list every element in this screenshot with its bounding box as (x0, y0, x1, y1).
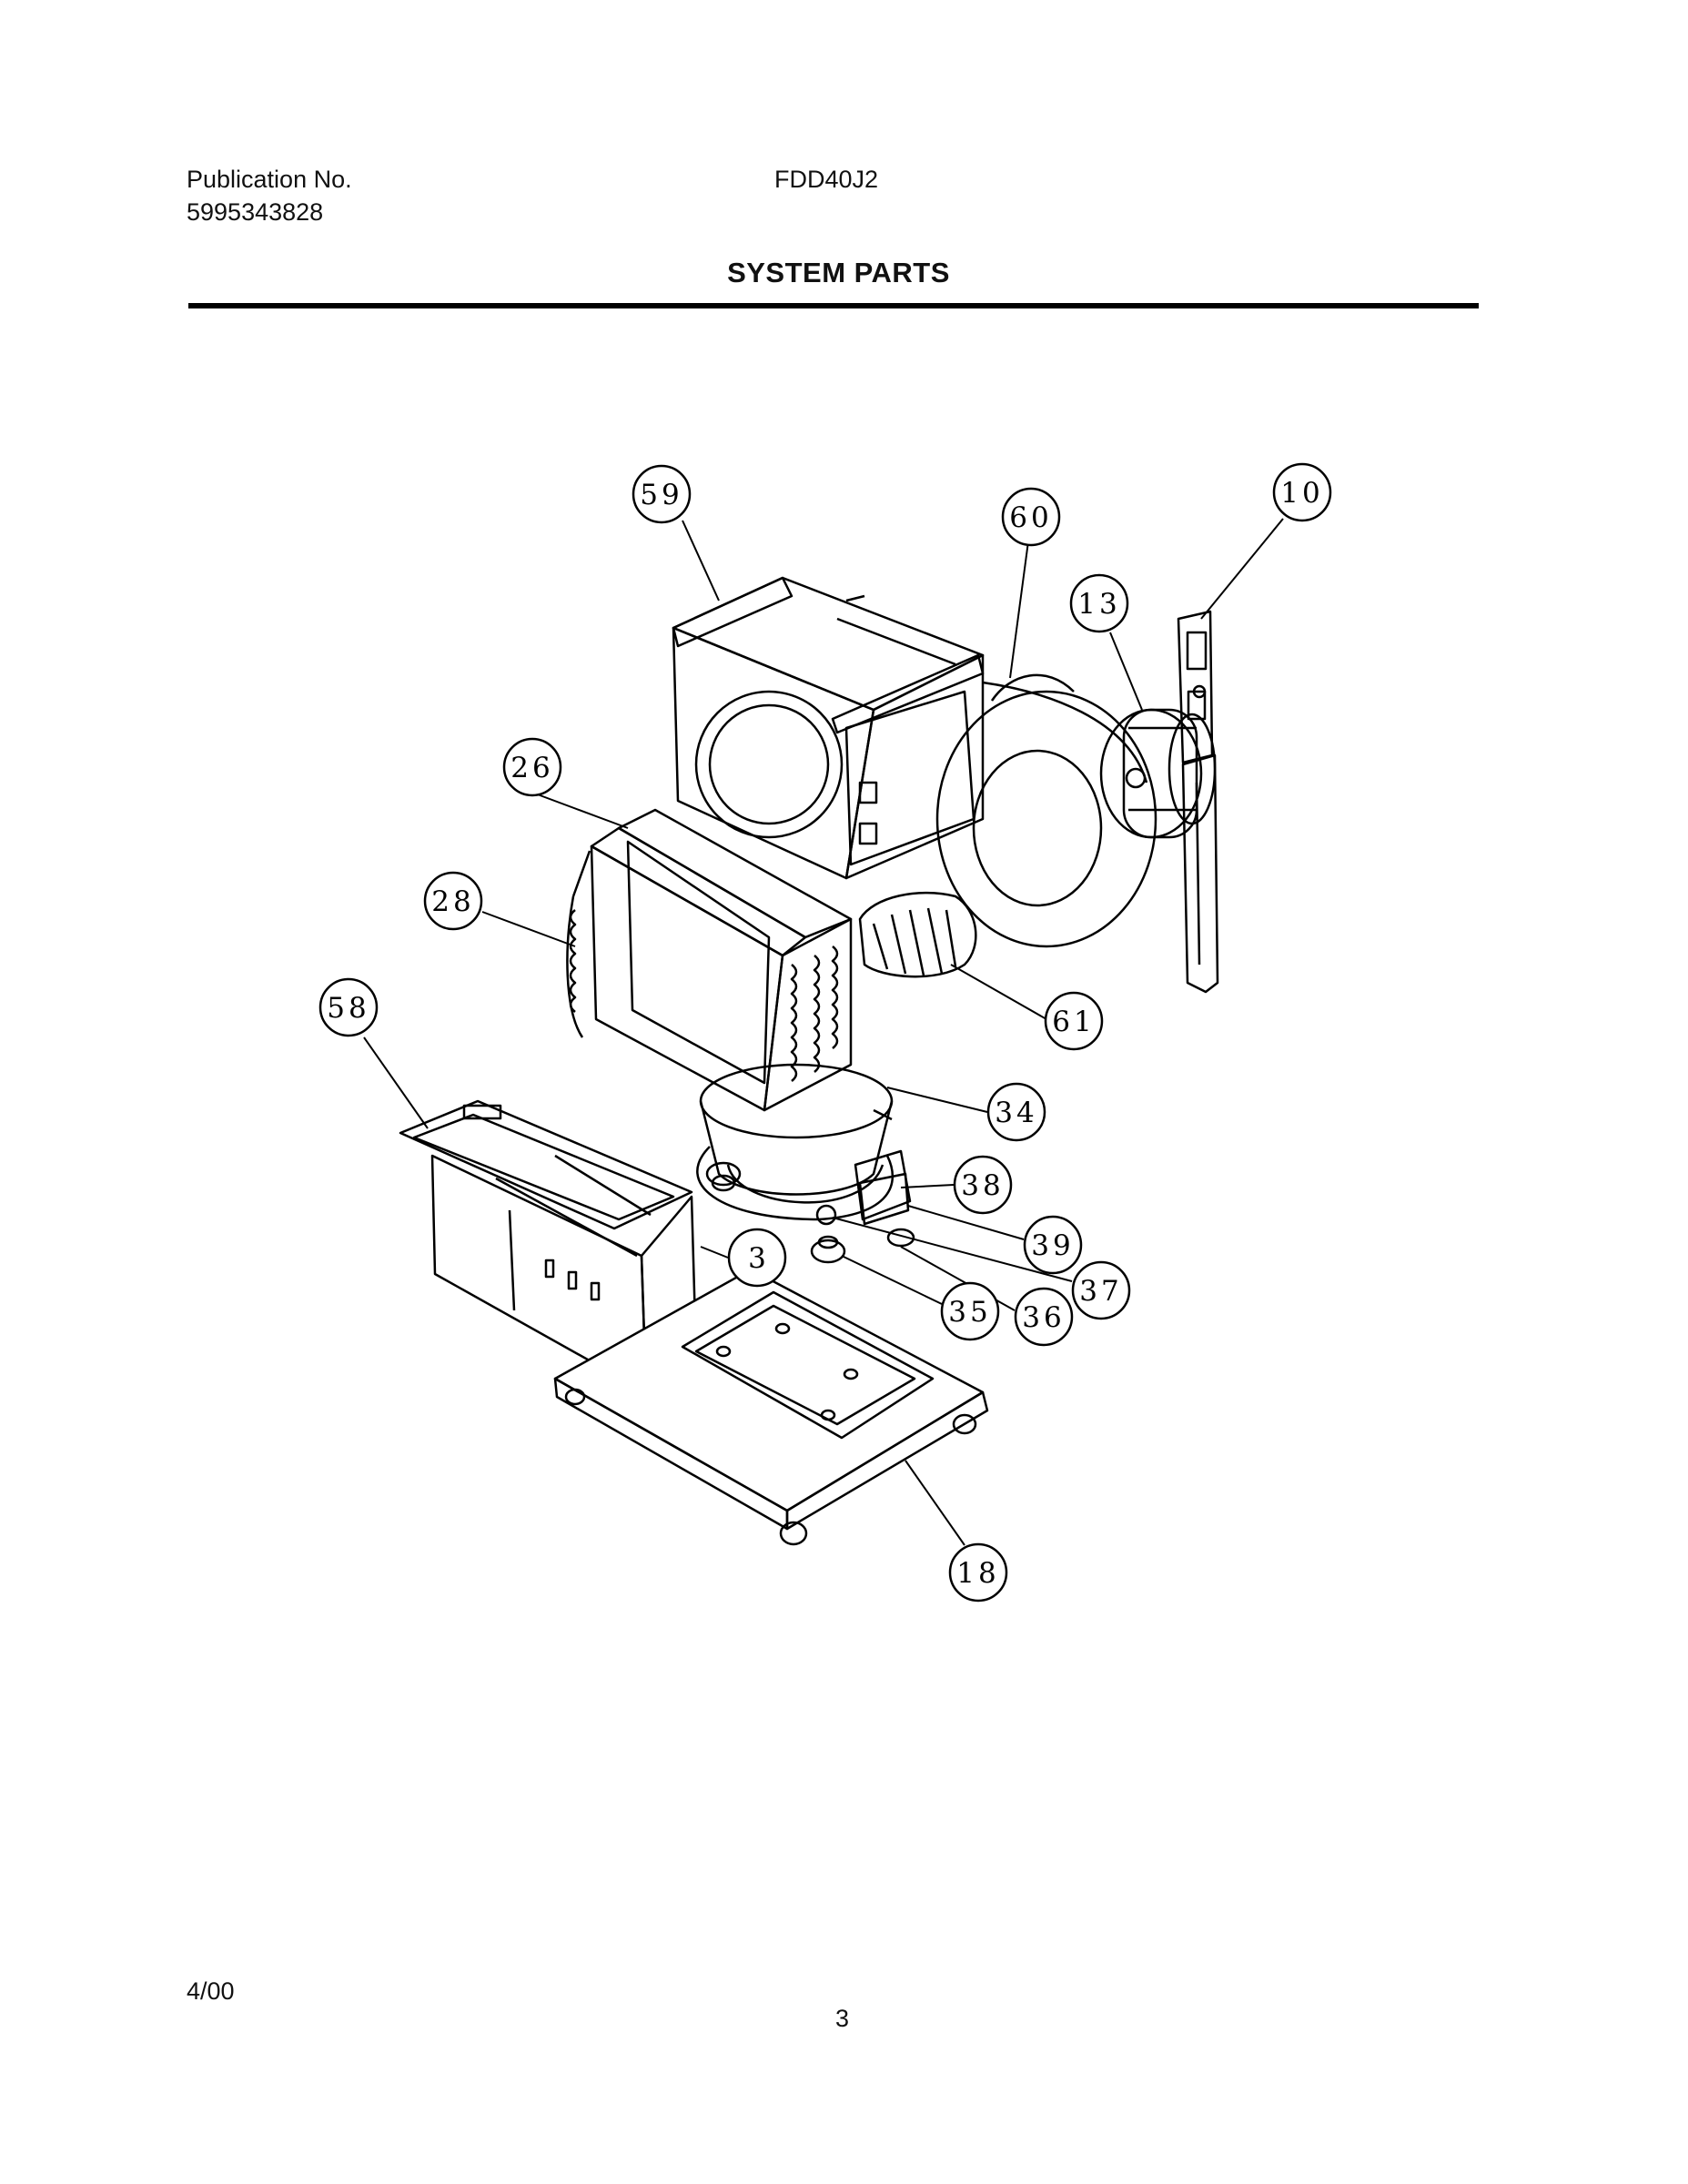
callout-bubbles: 59 60 10 13 26 28 58 61 34 38 39 37 3 35… (318, 462, 1332, 1603)
callout-34: 34 (986, 1082, 1046, 1142)
callout-58-label: 58 (327, 992, 369, 1025)
header-rule (188, 303, 1479, 308)
callout-28-label: 28 (431, 885, 474, 918)
leader-58 (363, 1036, 429, 1129)
leader-13 (1109, 632, 1143, 711)
leader-26 (534, 793, 629, 829)
part-59-blower-scroll-housing (672, 576, 985, 880)
leader-18 (905, 1460, 965, 1546)
leader-28 (481, 911, 576, 947)
callout-35-label: 35 (948, 1296, 991, 1329)
leader-10 (1200, 518, 1284, 620)
callout-13-label: 13 (1077, 588, 1120, 621)
part-60-scroll-ring (935, 673, 1157, 948)
part-10-motor-bracket (1177, 610, 1219, 994)
callout-28: 28 (423, 871, 483, 931)
callout-18-label: 18 (956, 1557, 999, 1590)
part-13-fan-motor (1099, 708, 1217, 839)
callout-37: 37 (1071, 1260, 1131, 1320)
callout-37-label: 37 (1079, 1275, 1122, 1308)
callout-10: 10 (1272, 462, 1332, 522)
callout-26: 26 (502, 737, 562, 797)
part-38-39-terminal-cover (815, 1149, 912, 1226)
callout-61: 61 (1044, 991, 1104, 1051)
callout-36: 36 (1014, 1287, 1074, 1347)
callout-18: 18 (948, 1542, 1008, 1603)
callout-3: 3 (727, 1228, 787, 1288)
callout-38-label: 38 (961, 1169, 1004, 1202)
callout-39-label: 39 (1031, 1229, 1074, 1262)
callout-36-label: 36 (1022, 1301, 1065, 1334)
leader-39 (907, 1205, 1025, 1240)
leader-3 (700, 1246, 729, 1259)
part-61-blower-wheel (858, 891, 977, 978)
callout-26-label: 26 (510, 752, 553, 784)
leader-34 (886, 1087, 988, 1113)
callout-59-label: 59 (640, 479, 682, 511)
page-number: 3 (0, 2005, 1688, 2033)
callout-39: 39 (1023, 1215, 1083, 1275)
callout-3-label: 3 (748, 1242, 770, 1275)
callout-10-label: 10 (1280, 477, 1323, 510)
publication-label: Publication No. (187, 166, 352, 193)
leader-59 (682, 520, 720, 602)
page-title-text: SYSTEM PARTS (727, 257, 950, 288)
exploded-parts-drawing (363, 518, 1284, 1546)
leader-61 (950, 964, 1047, 1020)
part-34-compressor (696, 1063, 895, 1221)
leader-35 (841, 1255, 943, 1305)
publication-number: 5995343828 (187, 198, 324, 226)
model-number: FDD40J2 (774, 166, 879, 193)
callout-38: 38 (953, 1155, 1013, 1215)
revision-date: 4/00 (187, 1977, 235, 2005)
callout-61-label: 61 (1052, 1006, 1095, 1038)
leader-38 (900, 1184, 955, 1188)
part-18-base-pan (553, 1268, 989, 1546)
page-title: SYSTEM PARTS (0, 257, 1688, 289)
callout-35: 35 (940, 1281, 1000, 1341)
callout-34-label: 34 (995, 1097, 1037, 1129)
leader-37 (832, 1217, 1073, 1282)
callout-59: 59 (632, 464, 692, 524)
callout-60-label: 60 (1009, 501, 1052, 534)
part-26-28-coil-assembly (566, 808, 853, 1112)
leader-lines (363, 518, 1284, 1546)
callout-60: 60 (1001, 487, 1061, 547)
callout-13: 13 (1069, 573, 1129, 633)
page-number-text: 3 (834, 2005, 850, 2032)
callout-58: 58 (318, 977, 379, 1037)
leader-60 (1009, 541, 1029, 679)
part-35-36-37-grommets (705, 1161, 915, 1264)
